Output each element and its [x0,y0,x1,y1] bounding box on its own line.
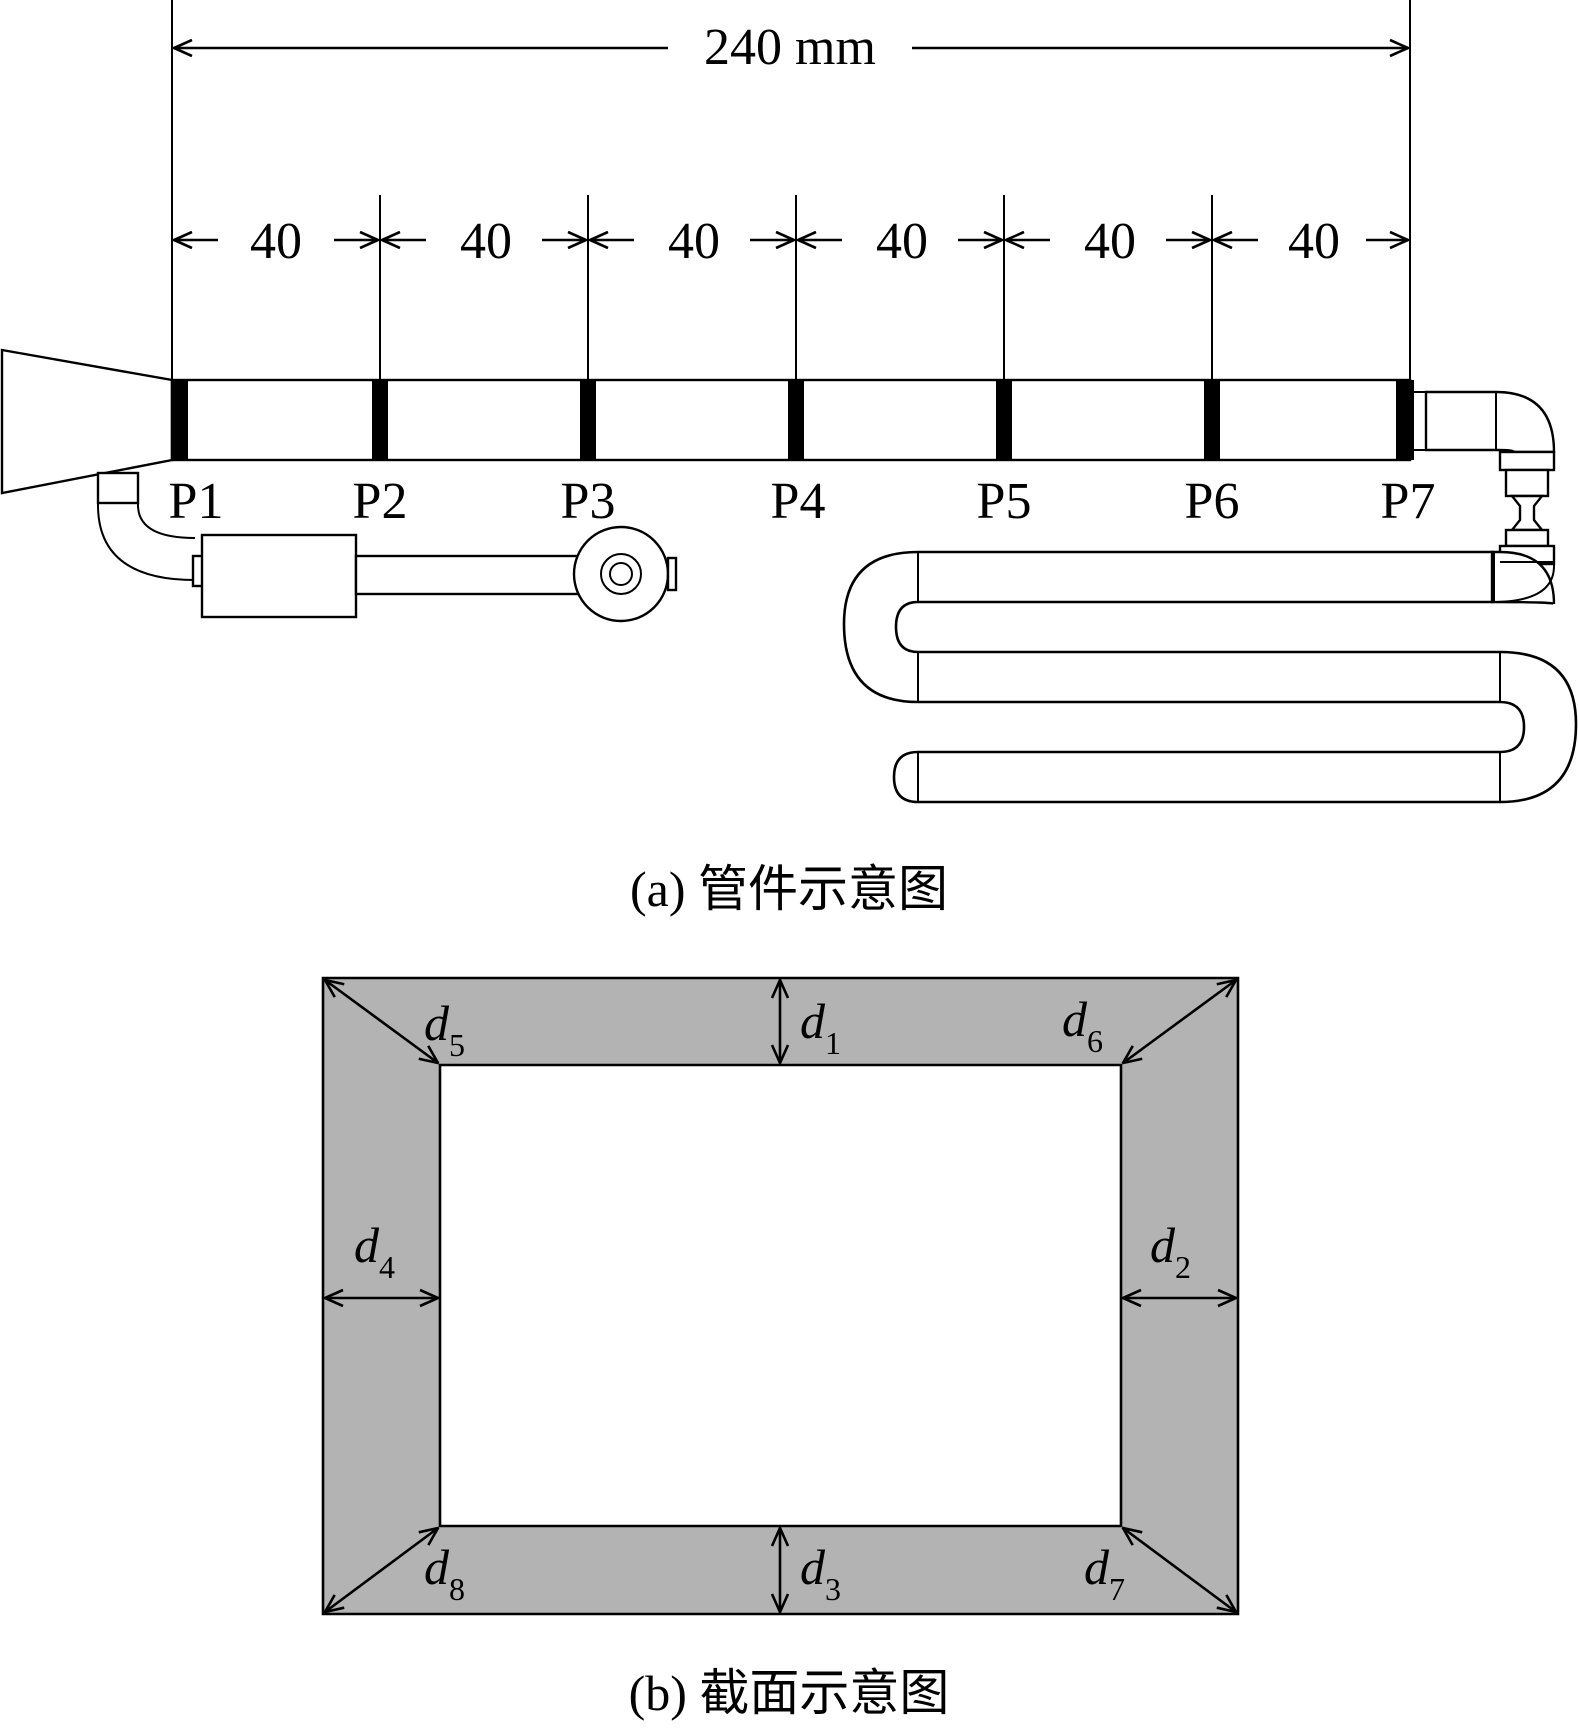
segment-label-6: 40 [1288,213,1340,270]
label-d5: d5 [424,995,465,1063]
arrow-d5 [325,980,438,1063]
connector-round [572,525,670,623]
point-label-p6: P6 [1185,473,1240,530]
caption-a: (a) 管件示意图 [630,861,948,917]
label-d4: d4 [354,1217,395,1285]
segment-dimension-4: 40 [798,213,1002,270]
thickness-arrows [325,980,1236,1612]
label-d8: d8 [424,1539,465,1607]
segment-dimensions: 40 40 40 40 40 [174,213,1408,270]
pipe-schematic: 240 mm 40 40 40 40 [0,0,1578,917]
arrow-d8 [325,1528,438,1612]
segment-dimension-2: 40 [382,213,586,270]
total-dimension: 240 mm [174,19,1408,76]
segment-label-3: 40 [668,213,720,270]
arrow-d6 [1123,980,1236,1063]
segment-dimension-5: 40 [1006,213,1210,270]
segment-label-5: 40 [1084,213,1136,270]
serpentine-tube [842,390,1578,804]
label-d2: d2 [1150,1217,1191,1285]
muffler-box [200,533,358,619]
point-label-p5: P5 [977,473,1032,530]
label-d1: d1 [800,993,841,1061]
lower-left-assembly [96,471,678,623]
segment-label-4: 40 [876,213,928,270]
point-label-p1: P1 [169,473,224,530]
label-d6: d6 [1062,991,1103,1059]
nozzle-shape [0,348,174,495]
point-label-p2: P2 [353,473,408,530]
point-labels: P1 P2 P3 P4 P5 P6 P7 [169,473,1436,530]
measurement-bands [172,380,1414,460]
point-label-p4: P4 [771,473,826,530]
cross-section-wall [321,976,1240,1616]
label-d3: d3 [800,1539,841,1607]
point-label-p7: P7 [1381,473,1436,530]
segment-dimension-1: 40 [174,213,378,270]
dimension-extension-lines [171,0,1411,380]
segment-label-2: 40 [460,213,512,270]
segment-dimension-3: 40 [590,213,794,270]
total-dimension-label: 240 mm [704,19,876,76]
cross-section-schematic: d1 d2 d3 d4 d5 d6 d7 d8 (b) 截 [321,976,1240,1721]
thickness-labels: d1 d2 d3 d4 d5 d6 d7 d8 [354,991,1191,1607]
label-d7: d7 [1084,1539,1125,1607]
point-label-p3: P3 [561,473,616,530]
segment-dimension-6: 40 [1214,213,1408,270]
caption-b: (b) 截面示意图 [629,1665,950,1721]
segment-label-1: 40 [250,213,302,270]
arrow-d7 [1123,1528,1236,1612]
